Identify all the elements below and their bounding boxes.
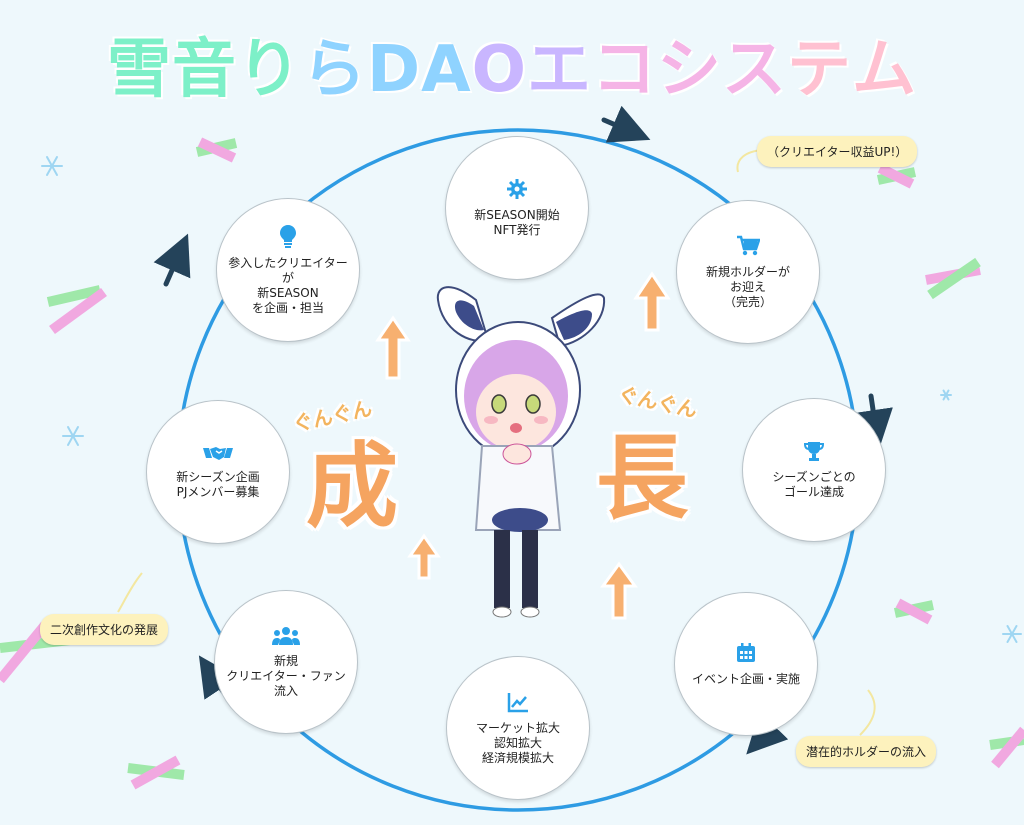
cart-icon — [736, 235, 761, 257]
cycle-node-event: イベント企画・実施 — [674, 592, 818, 736]
growth-char-right: 長 — [596, 425, 689, 532]
title-char: エ — [527, 33, 593, 107]
node-label: 新シーズン企画 PJメンバー募集 — [176, 470, 260, 499]
title-char: 音 — [171, 33, 237, 107]
cycle-node-season-goal: シーズンごとの ゴール達成 — [742, 398, 886, 542]
page-title: 雪音りらDAOエコシステム — [0, 18, 1024, 110]
title-char: テ — [787, 33, 853, 107]
title-char: ム — [852, 33, 918, 107]
title-char: A — [421, 33, 472, 107]
callout-secondary-creation: 二次創作文化の発展 — [40, 614, 169, 645]
node-label: 新SEASON開始 NFT発行 — [474, 208, 560, 237]
title-char: シ — [657, 33, 723, 107]
node-label: 新規 クリエイター・ファン流入 — [226, 653, 346, 698]
cycle-node-market: マーケット拡大 認知拡大 経済規模拡大 — [446, 656, 590, 800]
lightbulb-icon — [279, 224, 297, 248]
trend-chart-icon — [507, 691, 529, 713]
growth-char-left: 成 — [306, 433, 399, 540]
callout-potential-holders: 潜在的ホルダーの流入 — [796, 736, 937, 767]
cycle-node-inflow: 新規 クリエイター・ファン流入 — [214, 590, 358, 734]
title-char: O — [471, 33, 528, 107]
node-label: マーケット拡大 認知拡大 経済規模拡大 — [475, 720, 560, 765]
title-char: 雪 — [106, 33, 172, 107]
node-label: 参入したクリエイターが 新SEASON を企画・担当 — [228, 256, 348, 315]
cycle-node-creator-plan: 参入したクリエイターが 新SEASON を企画・担当 — [216, 198, 360, 342]
mascot-character — [436, 286, 606, 618]
title-char: ら — [301, 33, 367, 107]
title-char: ス — [722, 33, 788, 107]
cycle-node-new-season: 新SEASON開始 NFT発行 — [445, 136, 589, 280]
title-char: り — [236, 33, 302, 107]
cycle-node-recruit: 新シーズン企画 PJメンバー募集 — [146, 400, 290, 544]
callout-creator-revenue: （クリエイター収益UP!） — [757, 136, 918, 167]
trophy-icon — [803, 440, 825, 462]
node-label: イベント企画・実施 — [691, 671, 800, 686]
handshake-icon — [203, 444, 233, 462]
node-label: シーズンごとの ゴール達成 — [772, 470, 856, 499]
calendar-icon — [735, 642, 757, 664]
gear-icon — [506, 178, 528, 200]
people-icon — [272, 626, 300, 646]
title-char: コ — [592, 33, 658, 107]
title-char: D — [366, 33, 422, 107]
cycle-node-new-holders: 新規ホルダーが お迎え （完売） — [676, 200, 820, 344]
node-label: 新規ホルダーが お迎え （完売） — [705, 264, 790, 309]
